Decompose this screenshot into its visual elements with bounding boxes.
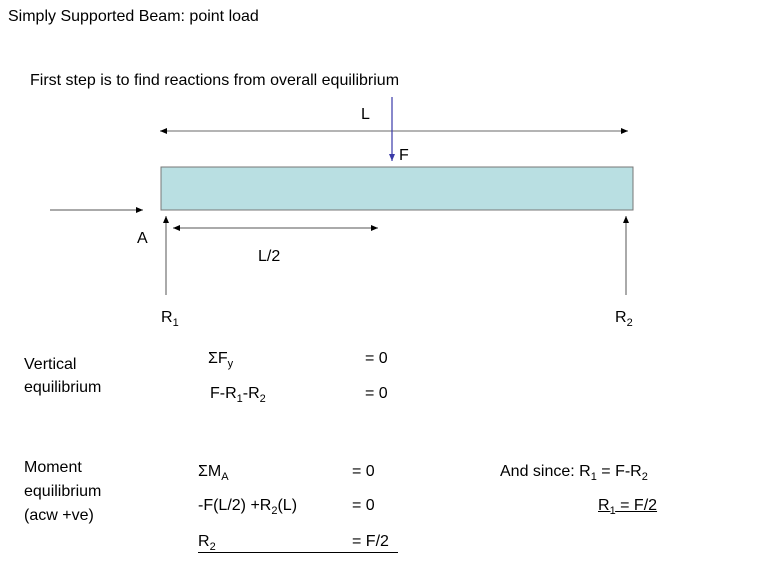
moment-eq3-rhs: = F/2: [352, 533, 389, 550]
label-R1: R1: [161, 309, 179, 329]
moment-eq2-rhs: = 0: [352, 497, 375, 514]
moment-eq3-lhs: R2: [198, 533, 216, 553]
label-A: A: [137, 230, 148, 247]
vertical-eq2-rhs: = 0: [365, 385, 388, 402]
label-L: L: [361, 106, 370, 123]
slide-subtitle: First step is to find reactions from ove…: [30, 72, 400, 89]
since-line-2: R1 = F/2: [598, 497, 658, 517]
vertical-heading-2: equilibrium: [24, 379, 102, 396]
moment-eq3: R2 = F/2: [198, 532, 398, 553]
vertical-heading-1: Vertical: [24, 356, 77, 373]
moment-heading-3: (acw +ve): [24, 507, 94, 524]
moment-eq1-rhs: = 0: [352, 463, 375, 480]
moment-eq1-lhs: ΣMA: [198, 463, 229, 483]
vertical-eq1-rhs: = 0: [365, 350, 388, 367]
slide-title: Simply Supported Beam: point load: [8, 8, 259, 25]
vertical-eq2-lhs: F-R1-R2: [210, 385, 266, 405]
beam: [160, 166, 634, 211]
vertical-eq1-lhs: ΣFy: [208, 350, 234, 370]
label-half-L: L/2: [258, 248, 281, 265]
label-R2: R2: [615, 309, 633, 329]
moment-heading-2: equilibrium: [24, 483, 102, 500]
label-F: F: [399, 147, 409, 164]
since-line-1: And since: R1 = F-R2: [500, 463, 648, 483]
moment-heading-1: Moment: [24, 459, 82, 476]
moment-eq2-lhs: -F(L/2) +R2(L): [198, 497, 298, 517]
